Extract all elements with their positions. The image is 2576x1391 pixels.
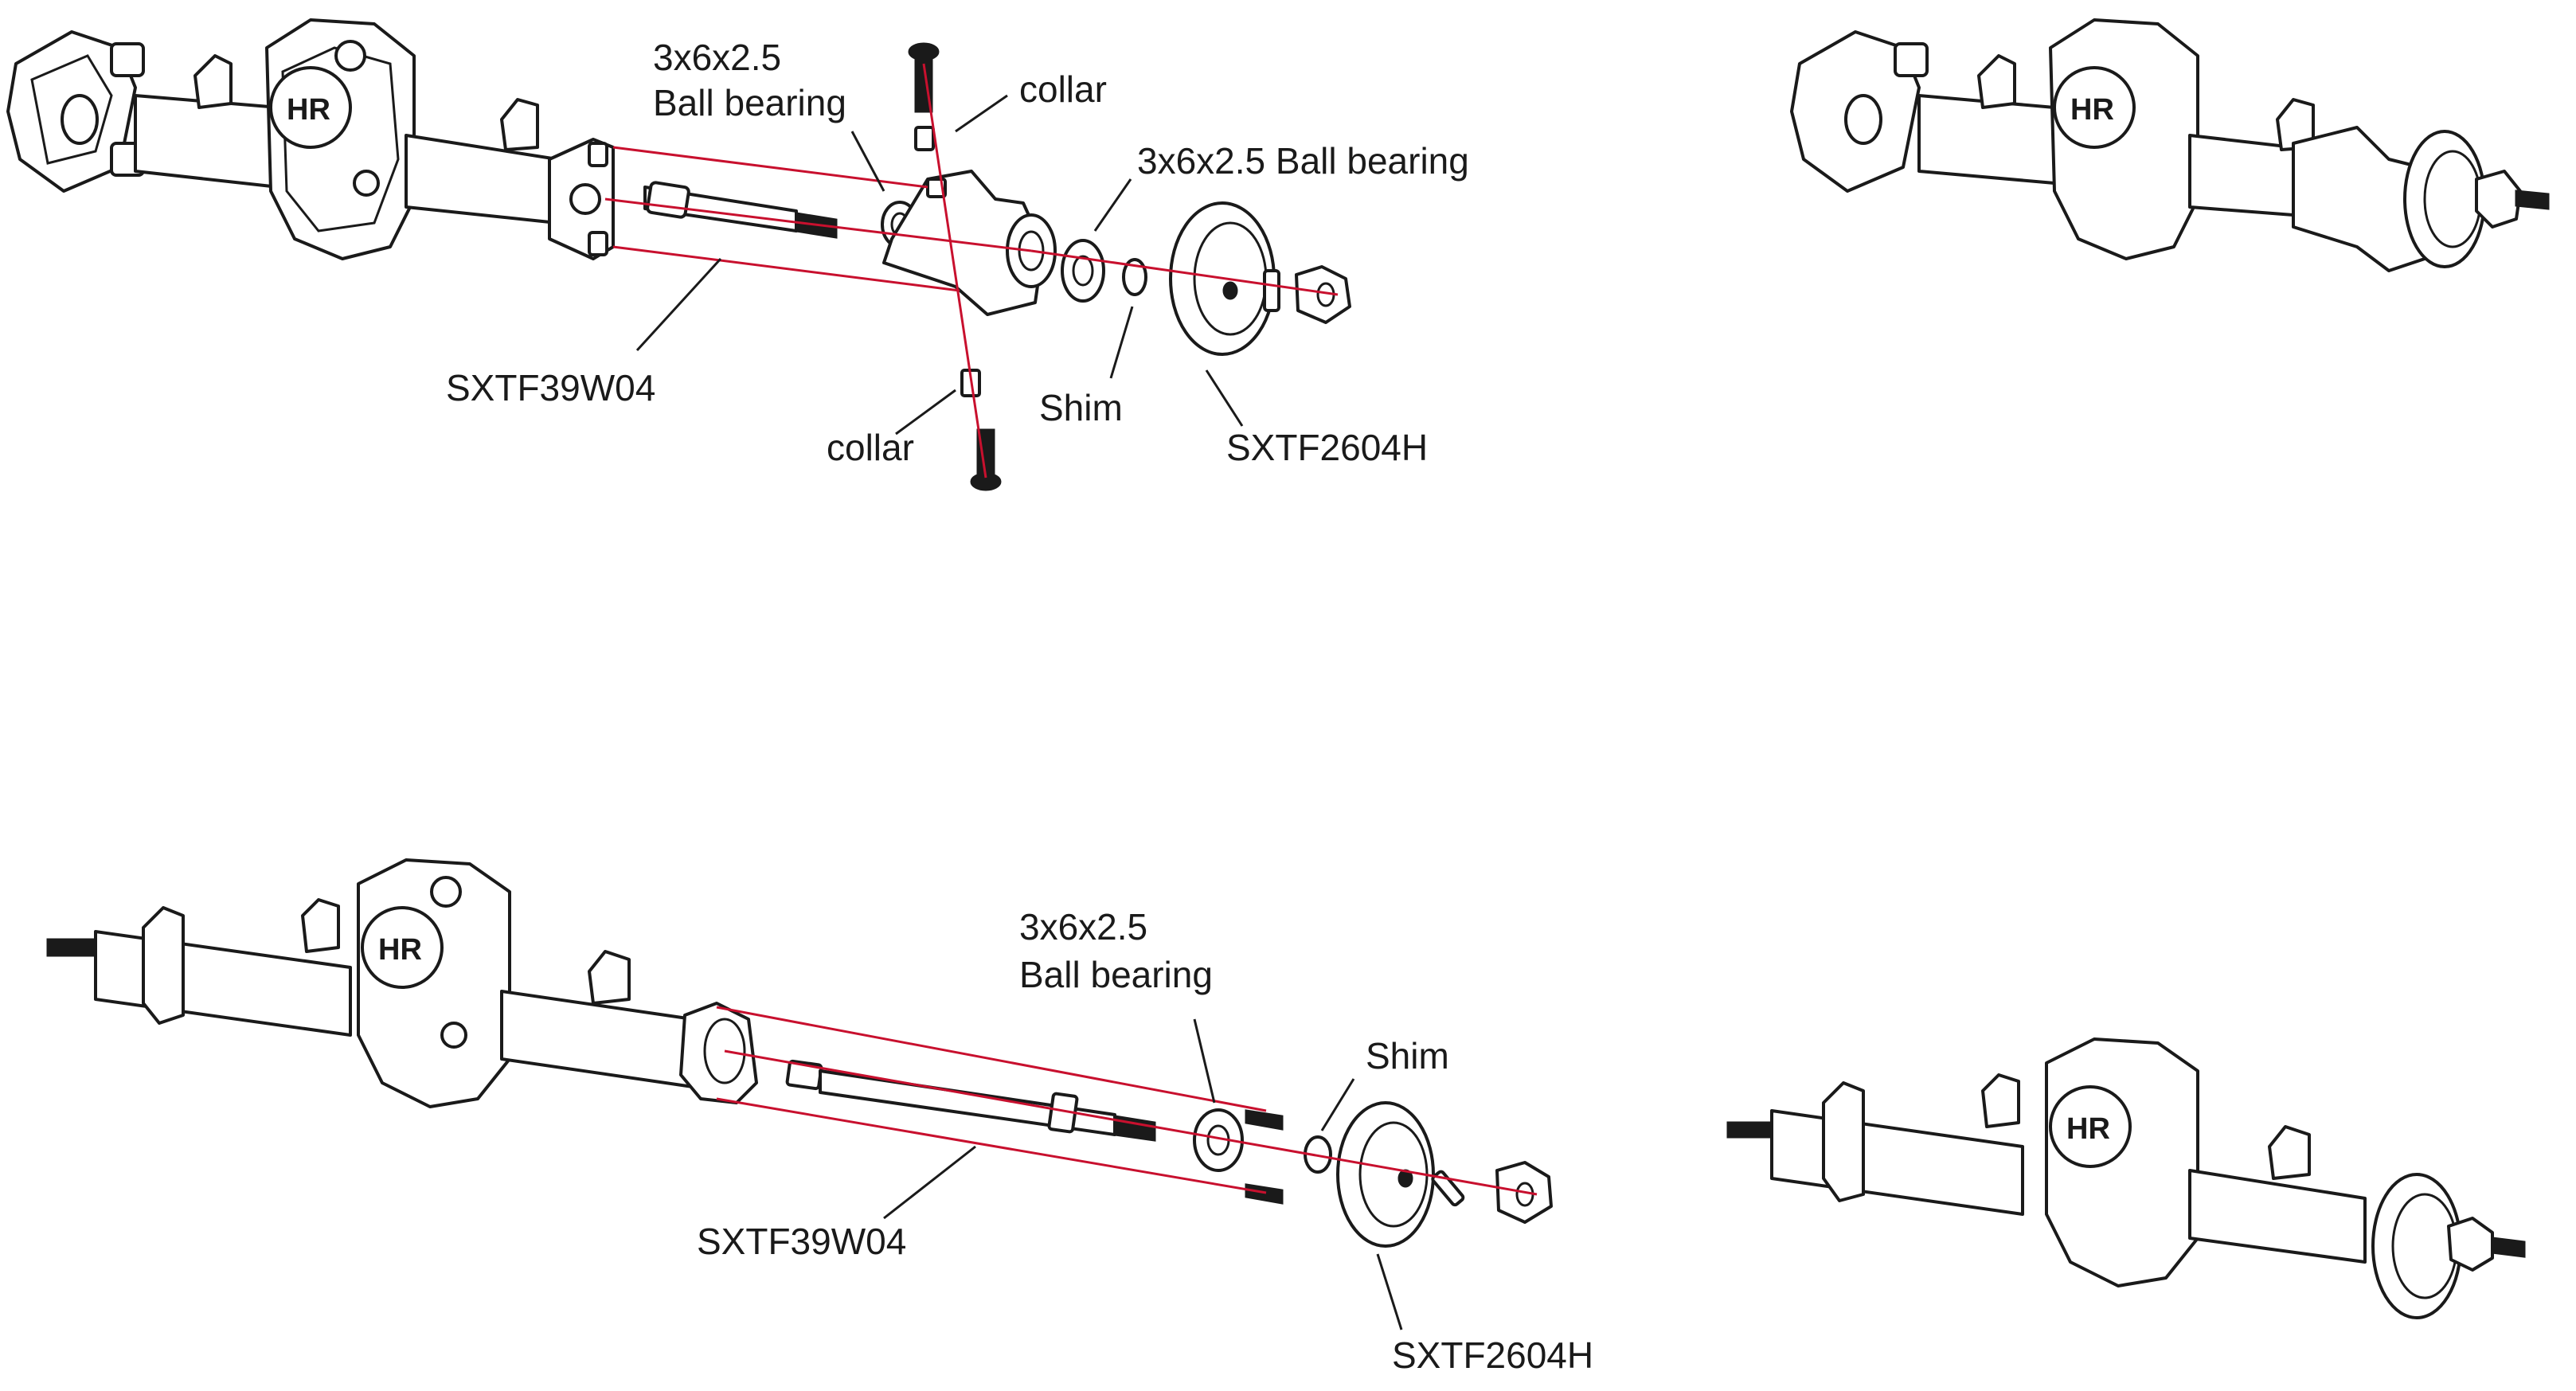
left-axle-tube [134,94,280,189]
upper-collar [914,126,935,151]
rear-hex-pin [1431,1170,1465,1207]
left-steering-knuckle [6,30,145,193]
front-axle-assembled: HR [1790,18,2550,272]
rear-axle-assembled: HR [1726,1037,2526,1319]
top-shim-label: Shim [1039,387,1123,428]
shim-leader [1109,306,1134,379]
bottom-shim-label: Shim [1366,1035,1449,1076]
rear-left-stub-shaft [46,938,97,957]
rear-axle-shaft-sxtf39w04 [785,1059,1156,1142]
left-link-mount [193,54,233,109]
rear-bearing-carrier [679,1002,758,1104]
hr-logo-assembled-front: HR [2070,93,2114,127]
top-hub-label: SXTF2604H [1226,427,1428,468]
bottom-hub-label: SXTF2604H [1392,1334,1593,1376]
rear-axle-exploded: HR [46,858,1553,1248]
rear-upper-screw [1245,1109,1284,1131]
top-bearing-label-size: 3x6x2.5 [653,37,781,78]
top-bearing-leader [850,131,885,192]
bottom-shaft-label: SXTF39W04 [697,1221,906,1262]
bottom-hub-leader [1376,1253,1403,1330]
hr-logo: HR [287,93,330,127]
bottom-bearing-label-size: 3x6x2.5 [1019,906,1147,948]
bottom-bearing-leader [1193,1018,1216,1104]
lower-king-pin-screw [970,428,1002,491]
collar-lower-leader [895,389,956,436]
top-collar-lower-label: collar [827,427,914,468]
top-labels: 3x6x2.5 Ball bearing collar 3x6x2.5 Ball… [446,37,1469,468]
hr-logo-rear: HR [378,933,422,967]
rear-differential-housing: HR [357,858,511,1108]
bearing-right-leader [1093,178,1132,232]
hr-logo-assembled-rear: HR [2066,1112,2110,1146]
axle-shaft-sxtf39w04 [643,181,838,239]
upper-king-pin-screw [908,42,940,113]
bottom-labels: 3x6x2.5 Ball bearing Shim SXTF39W04 SXTF… [697,906,1593,1376]
shaft-leader [635,257,722,352]
collar-upper-leader [955,94,1008,133]
front-axle-exploded: HR [6,18,1351,491]
c-hub [548,138,615,260]
top-shaft-label: SXTF39W04 [446,367,655,408]
top-bearing-right-label: 3x6x2.5 Ball bearing [1137,140,1469,182]
outer-ball-bearing [1061,239,1105,303]
shim [1122,258,1147,296]
hub-leader [1205,369,1244,427]
rear-right-axle-tube [500,990,694,1088]
top-collar-upper-label: collar [1019,68,1107,110]
rear-ball-bearing [1193,1108,1244,1172]
bottom-bearing-label-type: Ball bearing [1019,954,1213,995]
bottom-shaft-leader [883,1145,976,1220]
rear-lower-screw [1245,1183,1284,1205]
right-link-mount [500,98,539,151]
rear-wheel-hub-sxtf2604h [1336,1101,1435,1248]
hex-pin [1263,269,1280,312]
bottom-shim-leader [1320,1078,1355,1131]
wheel-hex [1295,265,1351,324]
differential-housing: HR [265,18,416,260]
top-bearing-label-type: Ball bearing [653,82,846,123]
